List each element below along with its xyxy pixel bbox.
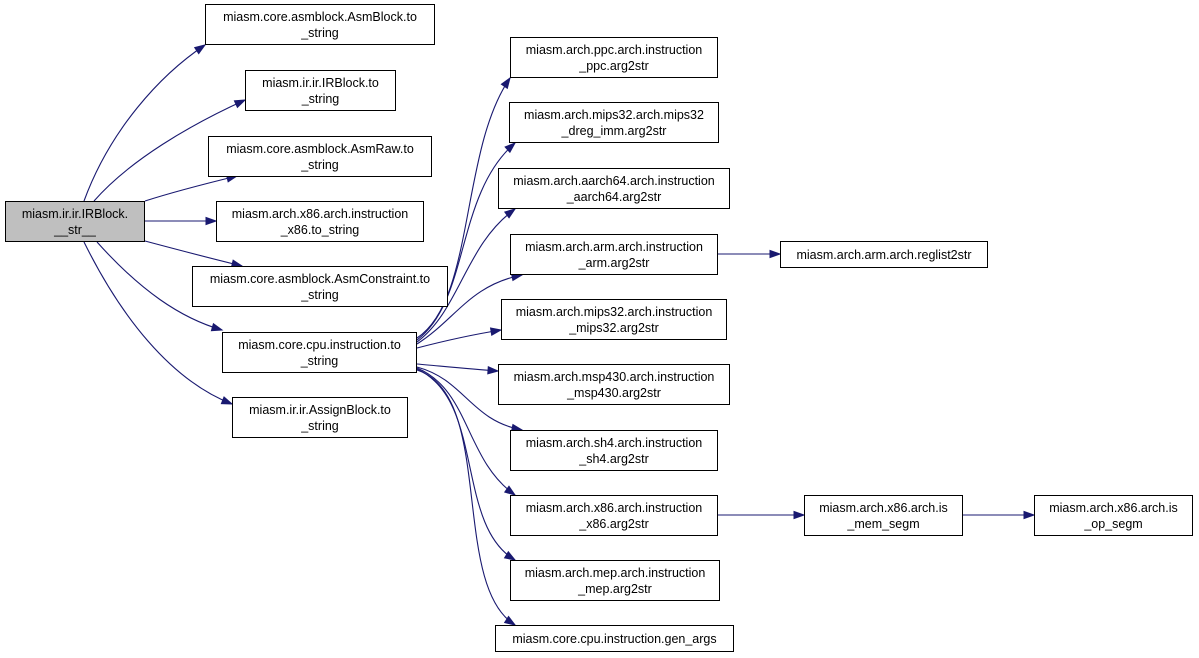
edge-cpu-mep	[416, 368, 517, 561]
node-arm-arg2str[interactable]: miasm.arch.arm.arch.instruction _arm.arg…	[510, 234, 718, 275]
node-sh4-arg2str[interactable]: miasm.arch.sh4.arch.instruction _sh4.arg…	[510, 430, 718, 471]
node-x86-arg2str[interactable]: miasm.arch.x86.arch.instruction _x86.arg…	[510, 495, 718, 536]
node-mep-arg2str-line2: _mep.arg2str	[578, 581, 652, 596]
edge-root-assignblock-arrowhead	[220, 396, 234, 405]
edge-arm-reglist	[718, 249, 782, 259]
node-aarch64-arg2str-line2: _aarch64.arg2str	[566, 189, 662, 204]
node-asmconstraint-to-string[interactable]: miasm.core.asmblock.AsmConstraint.to _st…	[192, 266, 448, 307]
edge-cpu-mips32	[416, 327, 503, 349]
node-arm-arg2str-line1: miasm.arch.arm.arch.instruction	[525, 239, 703, 254]
node-asmraw-to-string[interactable]: miasm.core.asmblock.AsmRaw.to _string	[208, 136, 432, 177]
node-aarch64-arg2str[interactable]: miasm.arch.aarch64.arch.instruction _aar…	[498, 168, 730, 209]
edge-root-irblock-arrowhead	[233, 99, 247, 109]
node-mips32-arg2str[interactable]: miasm.arch.mips32.arch.instruction _mips…	[501, 299, 727, 340]
node-is-op-segm-line1: miasm.arch.x86.arch.is	[1049, 500, 1178, 515]
node-is-op-segm-line2: _op_segm	[1084, 516, 1143, 531]
node-cpu-instruction-to-string-line2: _string	[300, 353, 339, 368]
edge-root-asmraw	[144, 174, 239, 202]
edge-cpu-genargs	[416, 369, 517, 626]
node-gen-args[interactable]: miasm.core.cpu.instruction.gen_args	[495, 625, 734, 652]
node-cpu-instruction-to-string[interactable]: miasm.core.cpu.instruction.to _string	[222, 332, 417, 373]
node-reglist2str-line1: miasm.arch.arm.arch.reglist2str	[796, 247, 972, 262]
edge-root-x86tostring	[145, 216, 218, 226]
node-is-op-segm[interactable]: miasm.arch.x86.arch.is _op_segm	[1034, 495, 1193, 536]
node-is-mem-segm-line1: miasm.arch.x86.arch.is	[819, 500, 948, 515]
edge-root-asmblock	[83, 44, 207, 202]
node-irblock-str: miasm.ir.ir.IRBlock. __str__	[5, 201, 145, 242]
edge-cpu-genargs-arrowhead	[503, 615, 517, 626]
edge-arm-reglist-arrowhead	[769, 249, 782, 259]
node-is-mem-segm-line2: _mem_segm	[847, 516, 920, 531]
node-ppc-arg2str-line2: _ppc.arg2str	[579, 58, 649, 73]
node-asmblock-to-string-line2: _string	[301, 25, 339, 40]
edge-cpu-msp430	[416, 363, 500, 375]
node-gen-args-line1: miasm.core.cpu.instruction.gen_args	[512, 631, 717, 646]
edge-ismem-isop	[963, 510, 1036, 520]
node-assignblock-to-string[interactable]: miasm.ir.ir.AssignBlock.to _string	[232, 397, 408, 438]
node-asmconstraint-to-string-line1: miasm.core.asmblock.AsmConstraint.to	[209, 271, 431, 286]
node-sh4-arg2str-line2: _sh4.arg2str	[579, 451, 649, 466]
edge-cpu-ppc-arrowhead	[500, 76, 511, 90]
node-asmraw-to-string-line2: _string	[301, 157, 339, 172]
node-x86-to-string-line2: _x86.to_string	[280, 222, 360, 237]
edge-cpu-mips32dreg	[416, 142, 517, 341]
edge-root-asmconstraint	[144, 240, 244, 268]
edge-cpu-x86arg-arrowhead	[503, 485, 517, 496]
node-x86-arg2str-line2: _x86.arg2str	[579, 516, 649, 531]
edge-cpu-aarch64-arrowhead	[503, 208, 517, 219]
node-reglist2str[interactable]: miasm.arch.arm.arch.reglist2str	[780, 241, 988, 268]
node-asmconstraint-to-string-line2: _string	[301, 287, 339, 302]
edge-root-irblock	[93, 99, 247, 202]
node-x86-to-string[interactable]: miasm.arch.x86.arch.instruction _x86.to_…	[216, 201, 424, 242]
node-assignblock-to-string-line2: _string	[301, 418, 339, 433]
node-mips32-dreg-imm-arg2str-line1: miasm.arch.mips32.arch.mips32	[524, 107, 704, 122]
edge-cpu-mips32dreg-arrowhead	[504, 142, 517, 154]
edge-cpu-msp430-arrowhead	[487, 365, 500, 375]
node-ppc-arg2str[interactable]: miasm.arch.ppc.arch.instruction _ppc.arg…	[510, 37, 718, 78]
edge-cpu-ppc	[416, 76, 511, 339]
node-arm-arg2str-line2: _arm.arg2str	[578, 255, 650, 270]
node-irblock-str-line2: __str__	[54, 222, 96, 237]
node-x86-to-string-line1: miasm.arch.x86.arch.instruction	[231, 206, 409, 221]
node-asmraw-to-string-line1: miasm.core.asmblock.AsmRaw.to	[226, 141, 414, 156]
node-msp430-arg2str[interactable]: miasm.arch.msp430.arch.instruction _msp4…	[498, 364, 730, 405]
edge-cpu-arm	[416, 272, 524, 345]
node-msp430-arg2str-line2: _msp430.arg2str	[567, 385, 661, 400]
node-irblock-str-line1: miasm.ir.ir.IRBlock.	[21, 206, 129, 221]
node-msp430-arg2str-line1: miasm.arch.msp430.arch.instruction	[513, 369, 715, 384]
node-asmblock-to-string-line1: miasm.core.asmblock.AsmBlock.to	[223, 9, 417, 24]
edge-root-cpu	[96, 241, 224, 332]
edge-cpu-mips32-arrowhead	[489, 327, 503, 336]
node-irblock-to-string-line1: miasm.ir.ir.IRBlock.to	[262, 75, 379, 90]
edge-ismem-isop-arrowhead	[1023, 510, 1036, 520]
node-irblock-to-string-line2: _string	[301, 91, 340, 106]
edge-x86arg-ismem	[718, 510, 806, 520]
edge-cpu-mep-arrowhead	[503, 550, 517, 561]
node-sh4-arg2str-line1: miasm.arch.sh4.arch.instruction	[525, 435, 703, 450]
node-x86-arg2str-line1: miasm.arch.x86.arch.instruction	[525, 500, 703, 515]
node-mips32-dreg-imm-arg2str-line2: _dreg_imm.arg2str	[561, 123, 667, 138]
edge-cpu-aarch64	[416, 208, 517, 343]
node-irblock-to-string[interactable]: miasm.ir.ir.IRBlock.to _string	[245, 70, 396, 111]
edge-root-cpu-arrowhead	[210, 322, 224, 332]
node-aarch64-arg2str-line1: miasm.arch.aarch64.arch.instruction	[513, 173, 715, 188]
edge-cpu-x86arg	[416, 367, 517, 496]
node-mips32-arg2str-line2: _mips32.arg2str	[569, 320, 659, 335]
edge-root-asmblock-arrowhead	[193, 44, 207, 55]
edge-x86arg-ismem-arrowhead	[793, 510, 806, 520]
edge-root-assignblock	[83, 241, 234, 405]
node-is-mem-segm[interactable]: miasm.arch.x86.arch.is _mem_segm	[804, 495, 963, 536]
node-mips32-dreg-imm-arg2str[interactable]: miasm.arch.mips32.arch.mips32 _dreg_imm.…	[509, 102, 719, 143]
node-mep-arg2str[interactable]: miasm.arch.mep.arch.instruction _mep.arg…	[510, 560, 720, 601]
node-cpu-instruction-to-string-line1: miasm.core.cpu.instruction.to	[238, 337, 401, 352]
node-ppc-arg2str-line1: miasm.arch.ppc.arch.instruction	[525, 42, 703, 57]
edge-root-x86tostring-arrowhead	[205, 216, 218, 226]
node-assignblock-to-string-line1: miasm.ir.ir.AssignBlock.to	[249, 402, 391, 417]
node-mep-arg2str-line1: miasm.arch.mep.arch.instruction	[524, 565, 706, 580]
node-mips32-arg2str-line1: miasm.arch.mips32.arch.instruction	[515, 304, 713, 319]
node-asmblock-to-string[interactable]: miasm.core.asmblock.AsmBlock.to _string	[205, 4, 435, 45]
